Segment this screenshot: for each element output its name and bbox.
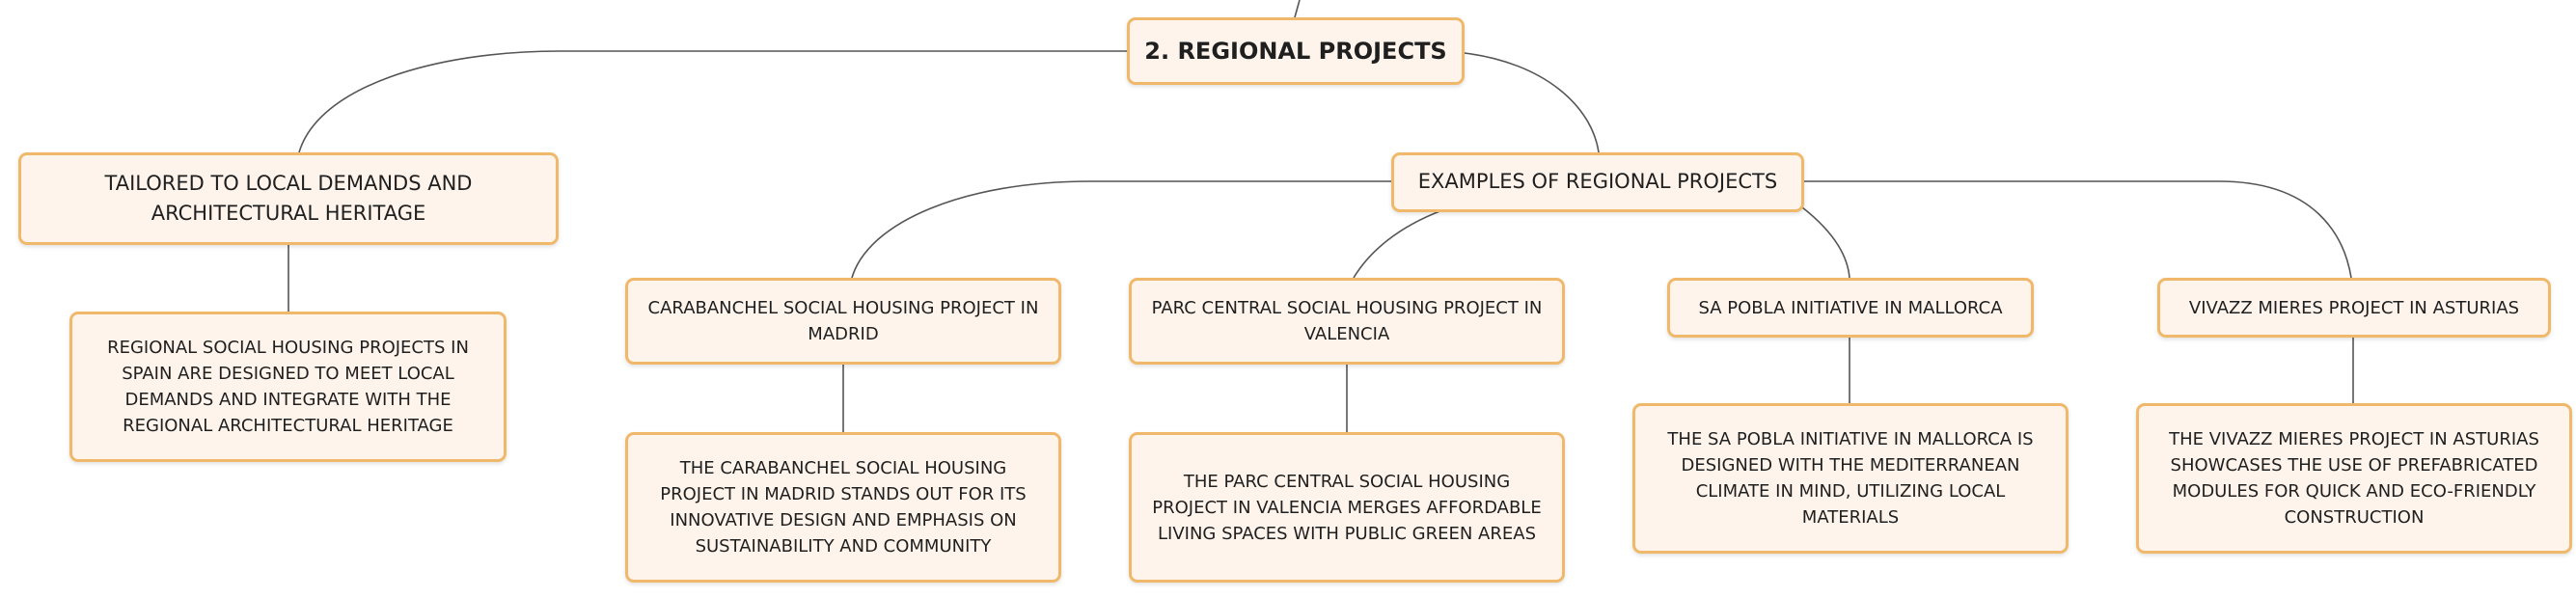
connector-examples-parc	[1353, 209, 1443, 279]
connector-examples-sapobla	[1801, 206, 1850, 279]
example-sapobla-detail-text: THE SA POBLA INITIATIVE IN MALLORCA IS D…	[1667, 429, 2034, 528]
connector-examples-vivazz	[1804, 180, 2352, 279]
example-vivazz-node[interactable]: VIVAZZ MIERES PROJECT IN ASTURIAS	[2157, 278, 2551, 338]
example-parc-label: PARC CENTRAL SOCIAL HOUSING PROJECT IN V…	[1151, 298, 1543, 344]
example-carabanchel-node[interactable]: CARABANCHEL SOCIAL HOUSING PROJECT IN MA…	[625, 278, 1061, 365]
example-carabanchel-label: CARABANCHEL SOCIAL HOUSING PROJECT IN MA…	[647, 298, 1039, 344]
example-sapobla-node[interactable]: SA POBLA INITIATIVE IN MALLORCA	[1667, 278, 2034, 338]
branch-tailored-detail-node[interactable]: REGIONAL SOCIAL HOUSING PROJECTS IN SPAI…	[69, 312, 507, 462]
example-vivazz-detail-text: THE VIVAZZ MIERES PROJECT IN ASTURIAS SH…	[2169, 429, 2539, 528]
branch-tailored-detail-text: REGIONAL SOCIAL HOUSING PROJECTS IN SPAI…	[107, 338, 469, 436]
example-parc-detail-text: THE PARC CENTRAL SOCIAL HOUSING PROJECT …	[1152, 471, 1542, 544]
connector-root-examples	[1464, 52, 1600, 153]
example-vivazz-detail-node[interactable]: THE VIVAZZ MIERES PROJECT IN ASTURIAS SH…	[2136, 403, 2572, 554]
example-sapobla-detail-node[interactable]: THE SA POBLA INITIATIVE IN MALLORCA IS D…	[1632, 403, 2069, 554]
example-vivazz-label: VIVAZZ MIERES PROJECT IN ASTURIAS	[2188, 297, 2520, 318]
connector-root-parent	[1294, 0, 1301, 18]
connector-root-tailored	[298, 50, 1127, 153]
example-parc-detail-node[interactable]: THE PARC CENTRAL SOCIAL HOUSING PROJECT …	[1129, 432, 1565, 583]
example-carabanchel-detail-node[interactable]: THE CARABANCHEL SOCIAL HOUSING PROJECT I…	[625, 432, 1061, 583]
branch-tailored-node[interactable]: TAILORED TO LOCAL DEMANDS AND ARCHITECTU…	[18, 152, 559, 245]
branch-examples-node[interactable]: EXAMPLES OF REGIONAL PROJECTS	[1391, 152, 1804, 212]
example-carabanchel-detail-text: THE CARABANCHEL SOCIAL HOUSING PROJECT I…	[660, 458, 1027, 557]
branch-tailored-label: TAILORED TO LOCAL DEMANDS AND ARCHITECTU…	[104, 171, 473, 226]
branch-examples-label: EXAMPLES OF REGIONAL PROJECTS	[1417, 170, 1778, 194]
root-node-label: 2. REGIONAL PROJECTS	[1144, 38, 1447, 65]
example-sapobla-label: SA POBLA INITIATIVE IN MALLORCA	[1698, 297, 2003, 318]
root-node[interactable]: 2. REGIONAL PROJECTS	[1127, 17, 1465, 85]
example-parc-node[interactable]: PARC CENTRAL SOCIAL HOUSING PROJECT IN V…	[1129, 278, 1565, 365]
connector-examples-carabanchel	[851, 180, 1391, 279]
